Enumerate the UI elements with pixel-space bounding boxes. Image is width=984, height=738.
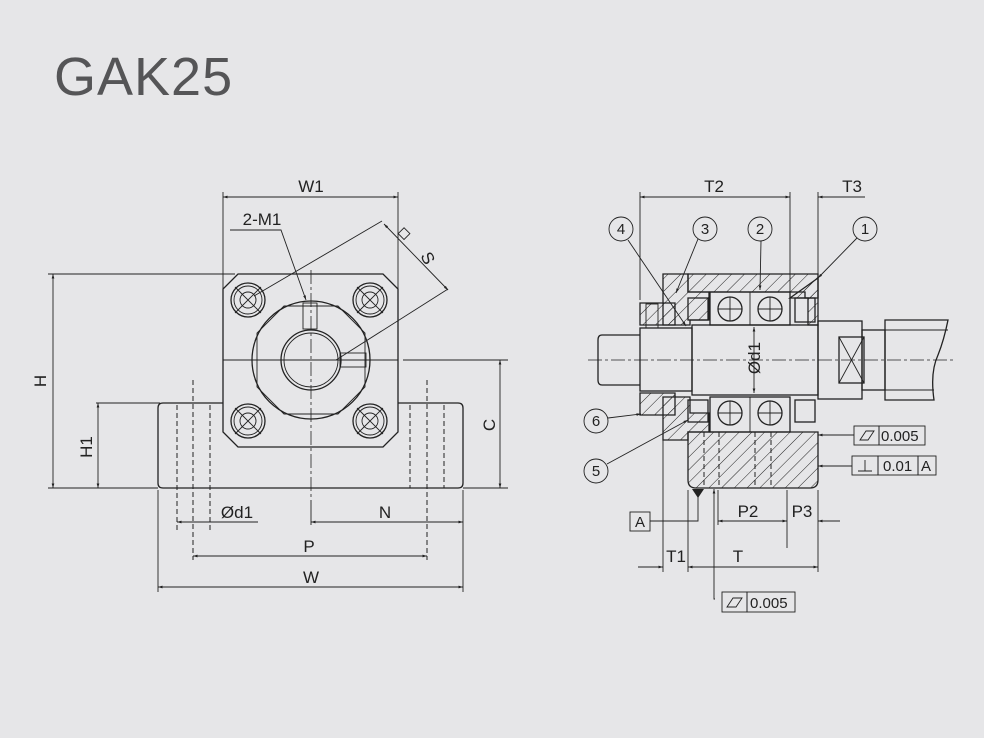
front-view: W1 2-M1 S ◇ H H1 C Ød1 N P W	[31, 177, 508, 592]
balloon-3: 3	[692, 216, 718, 242]
svg-text:0.005: 0.005	[881, 428, 919, 445]
housing-bottom	[687, 431, 819, 489]
dim-p-label: P	[303, 537, 314, 556]
flatness-frame-1: 0.005	[853, 425, 926, 446]
dim-h-label: H	[31, 375, 50, 387]
perpendicularity-icon	[858, 460, 872, 472]
section-view: 1 2 3 4 5 6 T2 T3 Ød1 P2 P3 T1 T A 0.005…	[583, 177, 955, 613]
dim-m1-label: 2-M1	[243, 210, 282, 229]
flatness-frame-2: 0.005	[721, 591, 796, 613]
svg-text:1: 1	[861, 221, 869, 238]
dim-p3-label: P3	[792, 502, 813, 521]
dim-t2-label: T2	[704, 177, 724, 196]
svg-text:3: 3	[701, 221, 709, 238]
dim-w-label: W	[303, 568, 319, 587]
balloon-1: 1	[852, 216, 878, 242]
dim-p2-label: P2	[738, 502, 759, 521]
dim-d1-label: Ød1	[221, 503, 253, 522]
balloon-4: 4	[608, 216, 634, 242]
dim-h1-label: H1	[77, 436, 96, 458]
lock-nut-octagon	[256, 305, 366, 415]
svg-text:0.005: 0.005	[750, 595, 788, 612]
page-title: GAK25	[54, 47, 234, 107]
dim-w1-label: W1	[298, 177, 324, 196]
dim-n-label: N	[379, 503, 391, 522]
balloon-6: 6	[583, 408, 609, 434]
dim-s-label: S	[417, 249, 439, 268]
svg-text:2: 2	[756, 221, 764, 238]
set-screw-top	[302, 302, 318, 330]
balloon-2: 2	[747, 216, 773, 242]
flatness-icon	[859, 430, 875, 441]
perpendicularity-frame: 0.01 A	[851, 455, 937, 476]
flange-plate	[222, 273, 399, 448]
dim-t3-label: T3	[842, 177, 862, 196]
dim-t-label: T	[733, 547, 743, 566]
flatness-icon	[726, 597, 743, 608]
datum-triangle	[692, 489, 704, 498]
svg-text:6: 6	[592, 413, 600, 430]
svg-text:4: 4	[617, 221, 625, 238]
svg-text:0.01: 0.01	[883, 458, 912, 475]
datum-a-box: A	[629, 511, 651, 532]
svg-text:A: A	[921, 458, 931, 475]
base-block	[157, 402, 464, 489]
svg-text:5: 5	[592, 463, 600, 480]
lock-nut	[639, 302, 676, 326]
dim-d1-section-label: Ød1	[745, 342, 764, 374]
square-symbol: ◇	[397, 223, 411, 242]
dim-c-label: C	[480, 419, 499, 431]
bolt-holes	[230, 282, 388, 439]
svg-text:A: A	[635, 514, 645, 531]
balloon-5: 5	[583, 458, 609, 484]
dim-t1-label: T1	[666, 547, 686, 566]
